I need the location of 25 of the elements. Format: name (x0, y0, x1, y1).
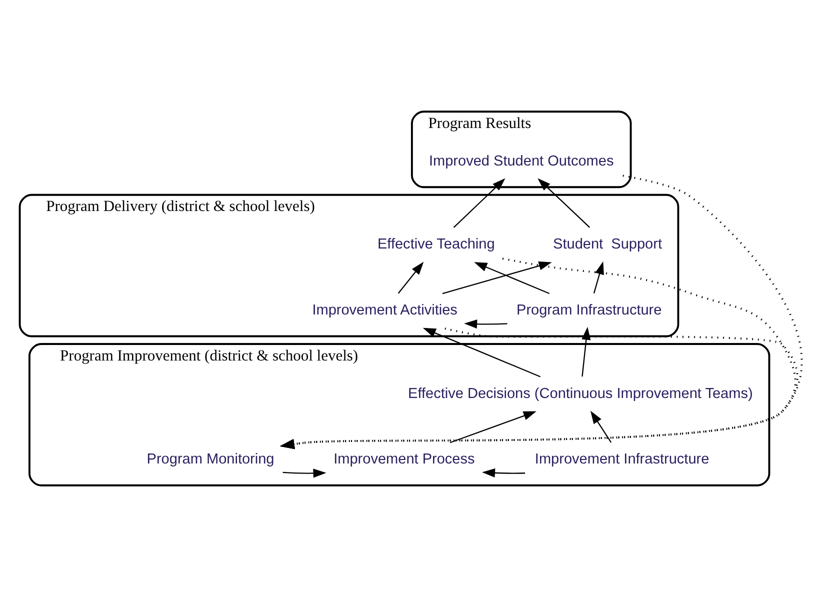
arrow (422, 328, 541, 378)
node-text: Program Monitoring (146, 452, 274, 468)
node-text: Improvement Infrastructure (534, 452, 710, 468)
arrow (280, 174, 802, 450)
node-text: Effective Decisions (Continuous Improvement Teams) (408, 386, 753, 402)
arrow (450, 411, 536, 444)
node-text: Effective Teaching (378, 236, 495, 253)
node-text: Improved Student Outcomes (428, 153, 614, 170)
node-text: Improvement Activities (312, 302, 458, 318)
arrow (464, 320, 508, 329)
arrow (474, 262, 550, 294)
arrow (593, 261, 604, 294)
arrow (282, 468, 326, 478)
arrow (482, 468, 526, 478)
arrow (590, 410, 612, 443)
arrow (538, 178, 590, 228)
arrow (280, 328, 798, 450)
node-text: Student Support (553, 236, 662, 253)
arrow (280, 258, 796, 450)
arrow (582, 326, 591, 377)
arrow (398, 262, 424, 294)
node-text: Improvement Process (334, 452, 475, 468)
arrow (442, 261, 552, 294)
arrow (453, 178, 506, 228)
node-text: Program Infrastructure (516, 302, 662, 318)
